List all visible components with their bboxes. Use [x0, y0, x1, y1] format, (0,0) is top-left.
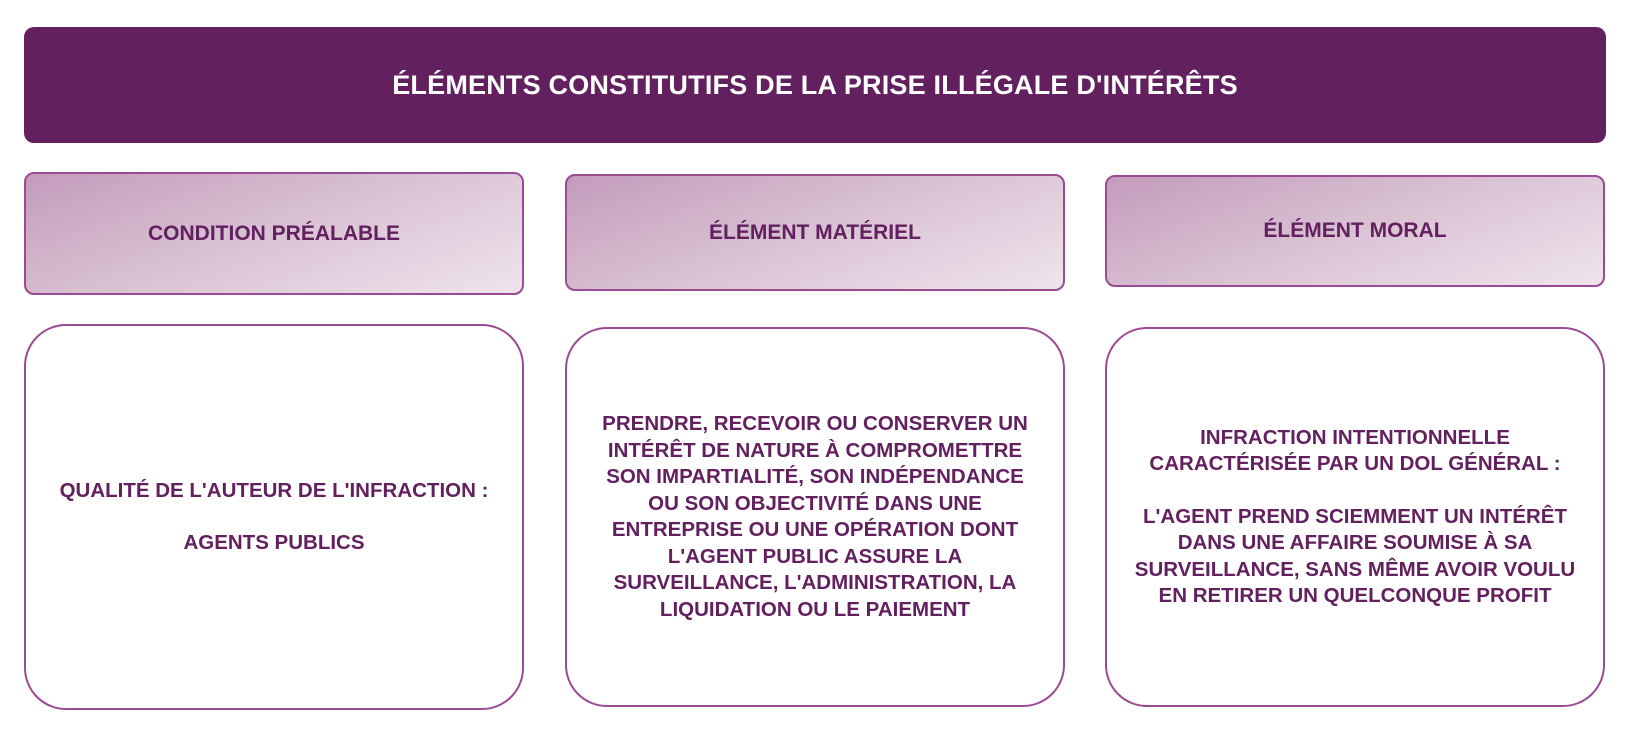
element-moral-content: INFRACTION INTENTIONNELLE CARACTÉRISÉE P… — [1105, 327, 1605, 707]
condition-prealable-text-1: QUALITÉ DE L'AUTEUR DE L'INFRACTION : — [59, 478, 489, 502]
element-materiel-header-label: ÉLÉMENT MATÉRIEL — [709, 220, 921, 244]
element-materiel-text-1: PRENDRE, RECEVOIR OU CONSERVER UN INTÉRÊ… — [602, 412, 1028, 621]
element-materiel-header: ÉLÉMENT MATÉRIEL — [565, 174, 1065, 291]
condition-prealable-content: QUALITÉ DE L'AUTEUR DE L'INFRACTION : AG… — [24, 324, 524, 710]
diagram-title: ÉLÉMENTS CONSTITUTIFS DE LA PRISE ILLÉGA… — [392, 69, 1238, 100]
element-moral-text-1: INFRACTION INTENTIONNELLE CARACTÉRISÉE P… — [1149, 425, 1561, 476]
diagram-title-bar: ÉLÉMENTS CONSTITUTIFS DE LA PRISE ILLÉGA… — [24, 27, 1606, 143]
element-moral-header: ÉLÉMENT MORAL — [1105, 175, 1605, 287]
condition-prealable-header-label: CONDITION PRÉALABLE — [148, 221, 400, 245]
element-moral-header-label: ÉLÉMENT MORAL — [1263, 219, 1447, 242]
element-moral-text-2: L'AGENT PREND SCIEMMENT UN INTÉRÊT DANS … — [1134, 504, 1576, 608]
condition-prealable-text-2: AGENTS PUBLICS — [183, 531, 365, 554]
element-materiel-content: PRENDRE, RECEVOIR OU CONSERVER UN INTÉRÊ… — [565, 327, 1065, 707]
condition-prealable-header: CONDITION PRÉALABLE — [24, 172, 524, 295]
